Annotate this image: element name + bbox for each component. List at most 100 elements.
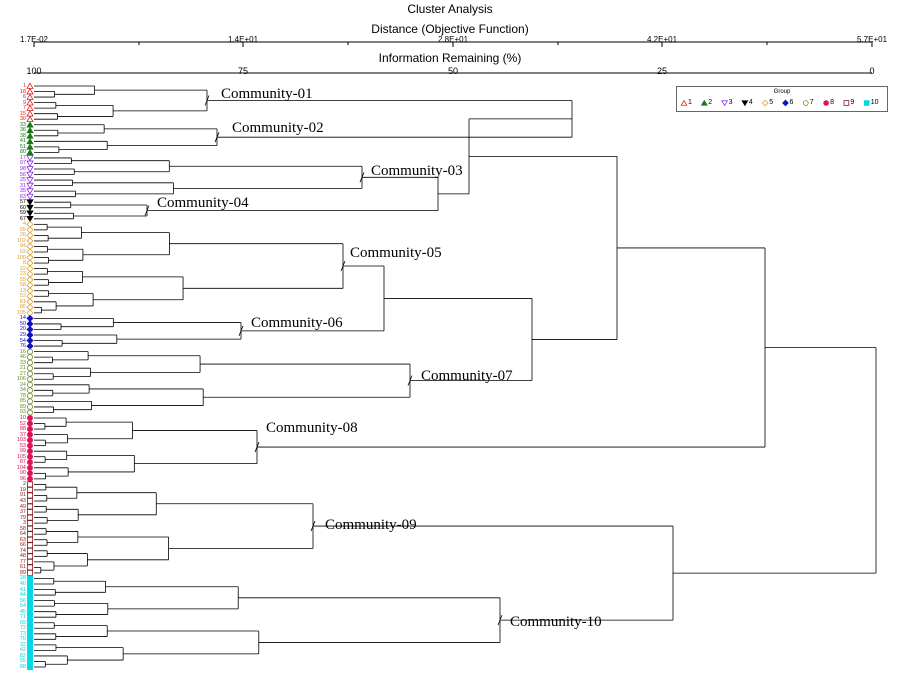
square-filled-icon [27, 647, 33, 654]
square-open-icon [27, 503, 33, 510]
leaf-label: 1 [22, 83, 26, 89]
legend-item-label: 1 [688, 99, 692, 106]
community-label: Community-02 [232, 120, 324, 136]
circle-filled-icon [27, 426, 33, 433]
leaf-label: 6 [22, 94, 26, 101]
circle-filled-icon [823, 100, 829, 106]
leaf-label: 13 [19, 287, 26, 294]
community-label: Community-06 [251, 315, 343, 331]
leaf-label: 73 [19, 630, 26, 637]
legend-item-label: 8 [830, 99, 834, 106]
square-open-icon [27, 492, 33, 499]
square-open-icon [27, 558, 33, 565]
leaf-label: 2 [22, 481, 26, 488]
square-filled-icon [27, 608, 33, 615]
leaf-label: 55 [19, 276, 26, 283]
circle-open-icon [27, 392, 33, 399]
legend-title: Group [773, 89, 791, 95]
circle-filled-icon [27, 459, 33, 466]
square-open-icon [27, 509, 33, 516]
square-filled-icon [27, 630, 33, 637]
triangle-down-filled-icon [26, 210, 34, 217]
leaf-label: 88 [19, 426, 26, 433]
leaf-label: 55 [19, 658, 26, 665]
leaf-label: 43 [19, 498, 26, 504]
leaf-label: 20 [19, 326, 26, 333]
triangle-open-icon [26, 104, 34, 111]
square-open-icon [27, 481, 33, 488]
square-open-icon [27, 498, 33, 504]
leaf-label: 21 [19, 365, 26, 372]
leaf-label: 88 [19, 664, 26, 670]
leaf-label: 74 [19, 547, 26, 554]
community-label: Community-07 [421, 368, 513, 384]
square-filled-icon [27, 597, 33, 604]
triangle-down-open-icon [26, 171, 34, 179]
leaf-label: 45 [19, 608, 26, 615]
square-open-icon [27, 547, 33, 554]
circle-open-icon [803, 100, 809, 106]
circle-open-icon [27, 398, 33, 405]
leaf-label: 38 [19, 132, 26, 139]
leaf-label: 57 [19, 199, 26, 206]
circle-open-icon [27, 348, 33, 355]
circle-filled-icon [27, 442, 33, 449]
square-filled-icon [27, 664, 33, 670]
triangle-open-icon [26, 93, 34, 100]
leaf-label: 85 [19, 398, 26, 405]
square-open-icon [27, 525, 33, 532]
leaf-label: 40 [19, 581, 26, 587]
square-open-icon [27, 564, 33, 571]
leaf-label: 79 [19, 514, 26, 521]
circle-filled-icon [27, 448, 33, 455]
leaf-label: 33 [19, 121, 26, 128]
diamond-open-icon [761, 99, 769, 107]
triangle-open-icon [26, 115, 34, 122]
circle-open-icon [27, 370, 33, 377]
square-open-icon [27, 486, 33, 493]
distance-tick: 2.8E+01 [437, 35, 469, 44]
leaf-label: 97 [19, 160, 26, 167]
triangle-open-icon [680, 99, 688, 106]
triangle-filled-icon [26, 121, 34, 128]
triangle-down-open-icon [26, 177, 34, 184]
square-filled-icon [27, 592, 33, 599]
leaf-label: 58 [19, 525, 26, 532]
leaf-label: 31 [19, 182, 26, 189]
square-open-icon [27, 514, 33, 521]
square-open-icon [843, 100, 850, 106]
leaf-label: 22 [19, 265, 26, 272]
leaf-label: 36 [19, 127, 26, 134]
community-label: Community-03 [371, 163, 463, 179]
leaf-label: 50 [19, 320, 26, 327]
leaf-label: 105 [16, 309, 26, 316]
circle-open-icon [27, 359, 33, 366]
leaf-label: 63 [19, 536, 26, 543]
triangle-filled-icon [26, 143, 34, 150]
leaf-label: 105 [16, 453, 26, 460]
leaf-label: 59 [19, 210, 26, 217]
leaf-label: 3 [22, 520, 26, 527]
triangle-down-open-icon [26, 193, 34, 201]
leaf-label: 29 [19, 332, 26, 338]
circle-open-icon [27, 409, 33, 416]
distance-tick: 5.7E+01 [856, 35, 888, 44]
circle-open-icon [27, 381, 33, 388]
triangle-filled-icon [26, 132, 34, 139]
community-label: Community-01 [221, 86, 313, 102]
leaf-label: 78 [19, 392, 26, 399]
distance-tick: 1.7E-02 [19, 35, 49, 44]
leaf-label: 80 [19, 149, 26, 156]
leaf-label: 70 [19, 636, 26, 643]
triangle-open-icon [26, 82, 34, 89]
square-filled-icon [27, 625, 33, 632]
legend-item-label: 2 [708, 99, 713, 106]
leaf-label: 64 [19, 531, 26, 538]
square-filled-icon [27, 658, 33, 665]
leaf-label: 17 [19, 154, 26, 161]
square-filled-icon [27, 614, 33, 621]
leaf-label: 82 [19, 652, 26, 659]
